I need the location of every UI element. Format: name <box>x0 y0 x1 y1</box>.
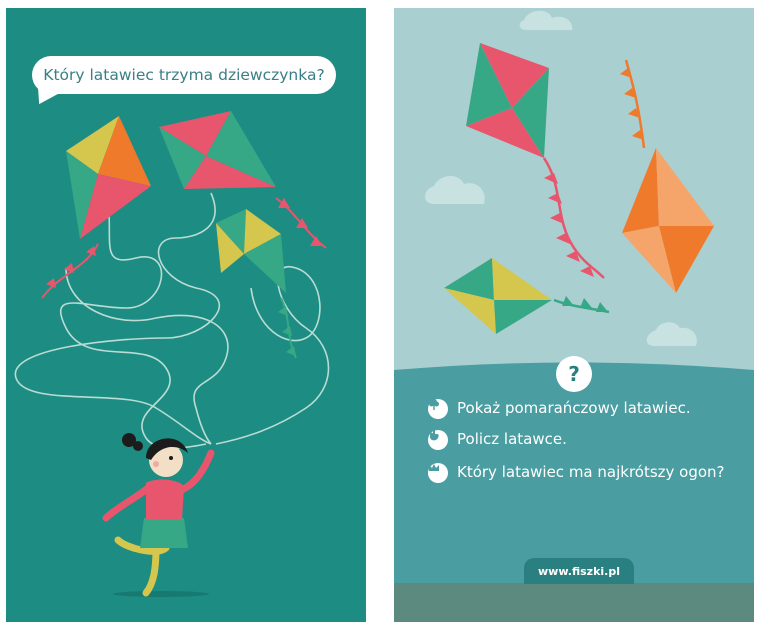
task-item-show-orange: Pokaż pomarańczowy latawiec. <box>428 398 727 419</box>
kite-tail-bows <box>544 173 594 277</box>
kite-tail-bows <box>562 296 608 312</box>
speech-bubble: Który latawiec trzyma dziewczynka? <box>32 56 336 94</box>
task-item-shortest-tail: Który latawiec ma najkrótszy ogon? <box>428 462 727 483</box>
question-mark: ? <box>568 362 580 386</box>
flower-icon <box>428 399 448 419</box>
kite-tail-bows <box>278 198 322 246</box>
kites-illustration <box>14 111 330 597</box>
kite-tail-bows <box>46 246 96 288</box>
kite-pink-green <box>159 111 276 189</box>
question-text: Który latawiec trzyma dziewczynka? <box>43 66 325 84</box>
crown-icon <box>428 463 448 483</box>
tasks-panel <box>394 362 754 622</box>
kite-yellow-orange <box>66 116 151 239</box>
ground-strip <box>394 583 754 622</box>
footer-tab: www.fiszki.pl <box>524 558 634 584</box>
sky-illustration <box>394 10 754 622</box>
kite-question-card: Który latawiec trzyma dziewczynka? <box>6 8 366 622</box>
question-mark-badge: ? <box>556 356 592 392</box>
kite-green-yellow <box>444 258 552 334</box>
girl-illustration <box>102 433 215 597</box>
kite-pink-green <box>466 43 549 158</box>
kite-tail-bows <box>620 68 644 140</box>
kite-tail-bows <box>278 306 296 356</box>
footer-url[interactable]: www.fiszki.pl <box>538 564 620 578</box>
kite-orange <box>622 148 714 293</box>
clouds <box>425 10 697 346</box>
task-text: Policz latawce. <box>457 430 567 448</box>
kite-strings <box>14 187 330 449</box>
task-text: Pokaż pomarańczowy latawiec. <box>457 399 691 417</box>
hand-icon <box>428 429 448 450</box>
task-text: Który latawiec ma najkrótszy ogon? <box>457 463 725 481</box>
task-item-count: Policz latawce. <box>428 429 727 450</box>
kite-green-yellow <box>216 209 286 293</box>
kite-tasks-card: ? Pokaż pomarańczowy latawiec. Policz la… <box>394 8 754 622</box>
